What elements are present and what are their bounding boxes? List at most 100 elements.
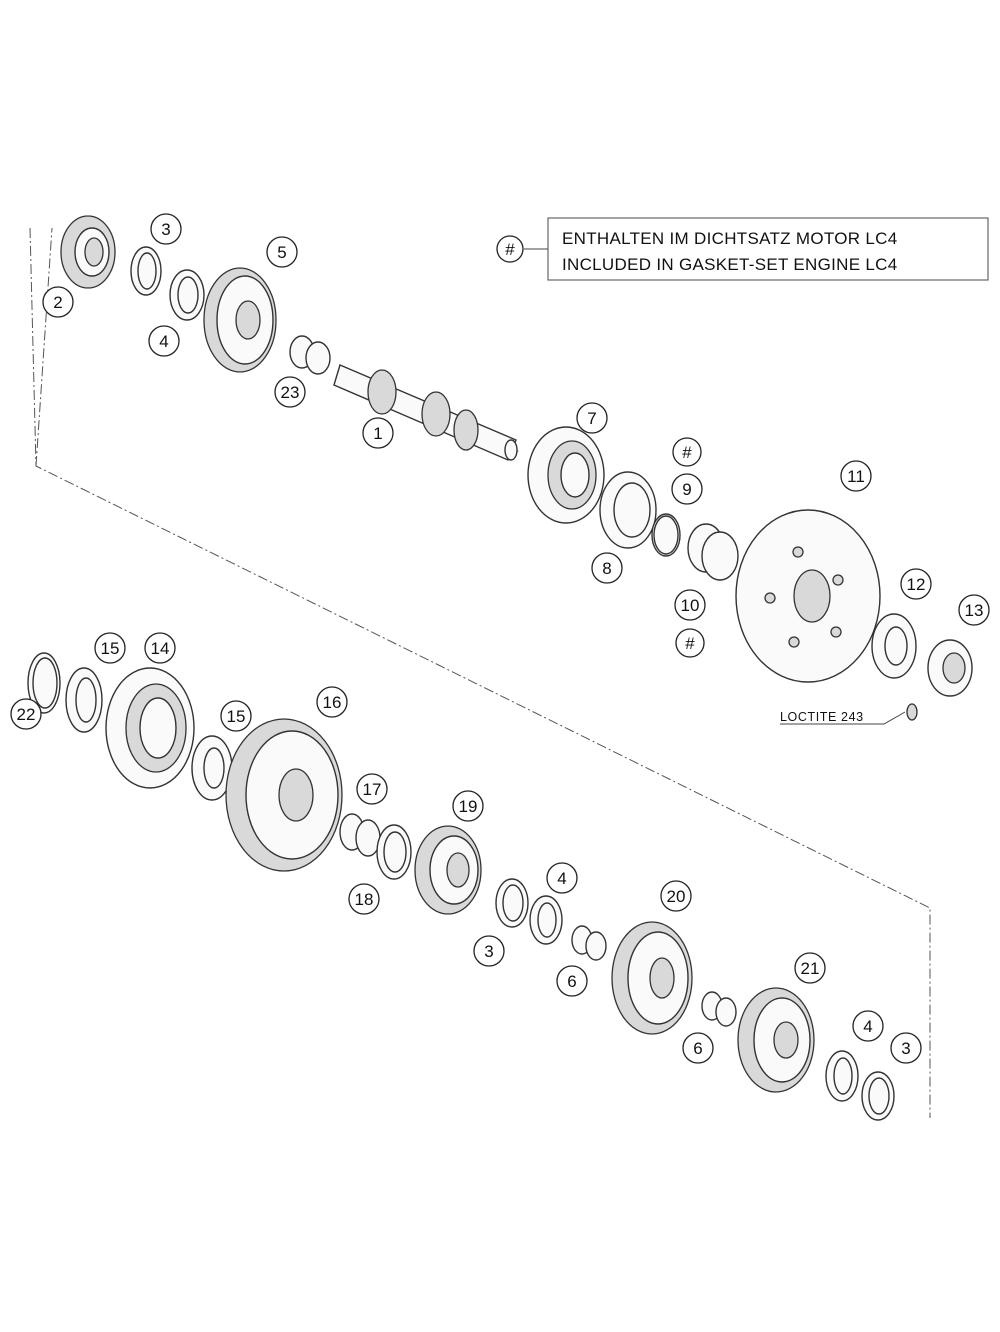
svg-text:9: 9 <box>682 480 691 499</box>
legend-box <box>547 217 989 281</box>
callout-16: 16 <box>316 686 348 718</box>
part-9-o-ring <box>651 513 681 557</box>
svg-text:12: 12 <box>907 575 926 594</box>
part-21-gear <box>737 987 815 1093</box>
callout-5: 5 <box>266 236 298 268</box>
part-17-bushing <box>339 813 381 857</box>
part-10-spacer <box>687 523 739 581</box>
part-6-bushing-a <box>571 925 607 961</box>
callout-21: 21 <box>794 952 826 984</box>
svg-text:14: 14 <box>151 639 170 658</box>
callout-1: 1 <box>362 417 394 449</box>
part-1-shaft <box>333 364 518 461</box>
svg-text:5: 5 <box>277 243 286 262</box>
loctite-label: LOCTITE 243 <box>780 710 864 724</box>
svg-text:15: 15 <box>101 639 120 658</box>
part-2-gear <box>60 215 116 289</box>
part-16-gear <box>225 718 343 872</box>
svg-text:6: 6 <box>567 972 576 991</box>
svg-text:19: 19 <box>459 797 478 816</box>
legend-line-de: ENTHALTEN IM DICHTSATZ MOTOR LC4 <box>562 229 897 248</box>
callout-15-a: 15 <box>94 632 126 664</box>
legend-line-en: INCLUDED IN GASKET-SET ENGINE LC4 <box>562 255 898 274</box>
part-11-sprocket <box>735 509 881 683</box>
part-18-washer <box>376 824 412 880</box>
callout-13: 13 <box>958 594 990 626</box>
callout-6-b: 6 <box>682 1032 714 1064</box>
part-23-bushing <box>289 335 331 375</box>
legend-symbol: # <box>505 240 515 259</box>
svg-text:3: 3 <box>901 1039 910 1058</box>
svg-text:4: 4 <box>159 332 168 351</box>
part-8-seal <box>599 471 657 549</box>
part-3-ring <box>130 246 162 296</box>
callout-18: 18 <box>348 883 380 915</box>
part-14-needle-bearing <box>105 667 195 789</box>
callout-3-a: 3 <box>150 213 182 245</box>
callout-3-b: 3 <box>473 935 505 967</box>
part-6-bushing-b <box>701 991 737 1027</box>
callout-3-c: 3 <box>890 1032 922 1064</box>
svg-text:3: 3 <box>161 220 170 239</box>
svg-text:6: 6 <box>693 1039 702 1058</box>
svg-text:10: 10 <box>681 596 700 615</box>
callouts: 1 2 3 4 5 23 7 # 9 8 10 # 11 12 13 15 14… <box>10 213 990 1064</box>
loctite-note: LOCTITE 243 <box>780 710 906 725</box>
part-20-gear <box>611 921 693 1035</box>
part-3-ring-b <box>495 878 529 928</box>
callout-9: 9 <box>671 473 703 505</box>
svg-text:#: # <box>685 634 695 653</box>
callout-6-a: 6 <box>556 965 588 997</box>
callout-14: 14 <box>144 632 176 664</box>
callout-4-c: 4 <box>852 1010 884 1042</box>
callout-10-hash: # <box>675 628 705 658</box>
svg-text:3: 3 <box>484 942 493 961</box>
part-12-lock-washer <box>871 613 917 679</box>
legend: # ENTHALTEN IM DICHTSATZ MOTOR LC4 INCLU… <box>496 217 989 281</box>
svg-text:8: 8 <box>602 559 611 578</box>
svg-text:17: 17 <box>363 780 382 799</box>
svg-text:20: 20 <box>667 887 686 906</box>
svg-text:4: 4 <box>557 869 566 888</box>
callout-11: 11 <box>840 460 872 492</box>
callout-17: 17 <box>356 773 388 805</box>
part-13-nut <box>927 639 973 697</box>
callout-20: 20 <box>660 880 692 912</box>
svg-text:#: # <box>682 443 692 462</box>
svg-text:15: 15 <box>227 707 246 726</box>
svg-text:21: 21 <box>801 959 820 978</box>
svg-text:23: 23 <box>281 383 300 402</box>
callout-23: 23 <box>274 376 306 408</box>
svg-text:13: 13 <box>965 601 984 620</box>
part-19-gear <box>414 825 482 915</box>
svg-text:4: 4 <box>863 1017 872 1036</box>
callout-4-a: 4 <box>148 325 180 357</box>
svg-text:1: 1 <box>373 424 382 443</box>
svg-text:22: 22 <box>17 705 36 724</box>
svg-text:16: 16 <box>323 693 342 712</box>
part-3-ring-c <box>861 1071 895 1121</box>
callout-10: 10 <box>674 589 706 621</box>
part-4-washer-b <box>529 895 563 945</box>
part-15-washer-a <box>65 667 103 733</box>
part-4-washer-c <box>825 1050 859 1102</box>
part-7-bearing <box>527 426 605 524</box>
part-4-washer <box>169 269 205 321</box>
callout-15-b: 15 <box>220 700 252 732</box>
callout-8: 8 <box>591 552 623 584</box>
svg-text:7: 7 <box>587 409 596 428</box>
callout-4-b: 4 <box>546 862 578 894</box>
callout-12: 12 <box>900 568 932 600</box>
part-5-gear <box>203 267 277 373</box>
callout-9-hash: # <box>672 437 702 467</box>
svg-text:2: 2 <box>53 293 62 312</box>
callout-2: 2 <box>42 286 74 318</box>
svg-text:18: 18 <box>355 890 374 909</box>
loctite-drop-icon <box>906 703 918 721</box>
callout-22: 22 <box>10 698 42 730</box>
svg-text:11: 11 <box>847 467 865 486</box>
part-22-circlip <box>27 652 61 714</box>
callout-7: 7 <box>576 402 608 434</box>
callout-19: 19 <box>452 790 484 822</box>
